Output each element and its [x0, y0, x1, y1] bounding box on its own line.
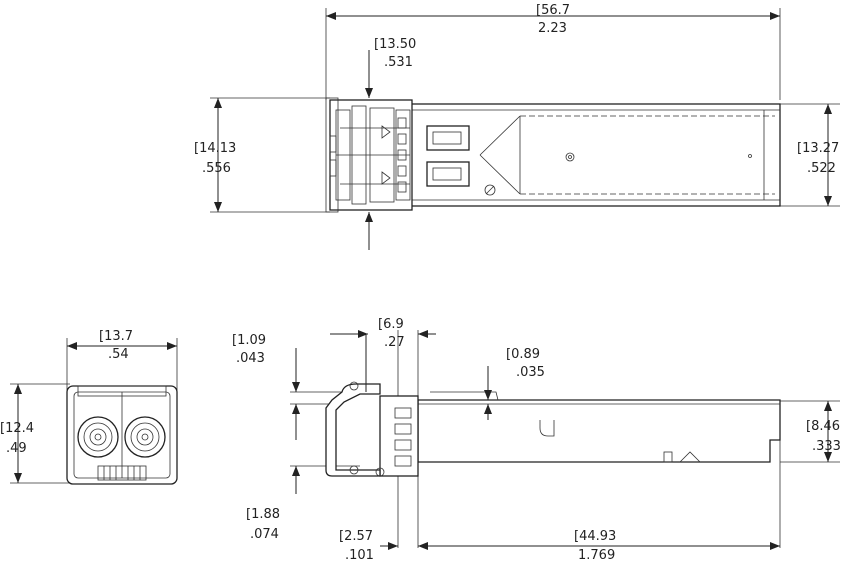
top-width-mm: [14.13 [194, 141, 236, 156]
top-width-in: .556 [202, 161, 231, 176]
bail-depth-in: .27 [384, 335, 405, 350]
bail-top-mm: [1.09 [232, 333, 266, 348]
tab-height-in: .035 [516, 365, 545, 380]
body-width-in: .522 [807, 161, 836, 176]
body-length-mm: [44.93 [574, 529, 616, 544]
overall-length-mm: [56.7 [536, 3, 570, 18]
body-width-mm: [13.27 [797, 141, 839, 156]
flange-mm: [2.57 [339, 529, 373, 544]
body-height-in: .333 [812, 439, 841, 454]
dimension-labels: [56.7 2.23 [13.50 .531 [14.13 .556 [13.2… [0, 3, 841, 563]
tab-height-mm: [0.89 [506, 347, 540, 362]
front-height-in: .49 [6, 441, 27, 456]
top-view [210, 8, 840, 250]
body-height-mm: [8.46 [806, 419, 840, 434]
front-width-in: .54 [108, 347, 129, 362]
overall-length-in: 2.23 [538, 21, 567, 36]
latch-offset-mm: [13.50 [374, 37, 416, 52]
front-height-mm: [12.4 [0, 421, 34, 436]
bail-top-in: .043 [236, 351, 265, 366]
bail-bottom-in: .074 [250, 527, 279, 542]
flange-in: .101 [345, 548, 374, 563]
body-length-in: 1.769 [578, 548, 615, 563]
front-view [10, 338, 178, 485]
front-width-mm: [13.7 [99, 329, 133, 344]
bail-depth-mm: [6.9 [378, 317, 404, 332]
side-view [290, 330, 840, 550]
bail-bottom-mm: [1.88 [246, 507, 280, 522]
latch-offset-in: .531 [384, 55, 413, 70]
